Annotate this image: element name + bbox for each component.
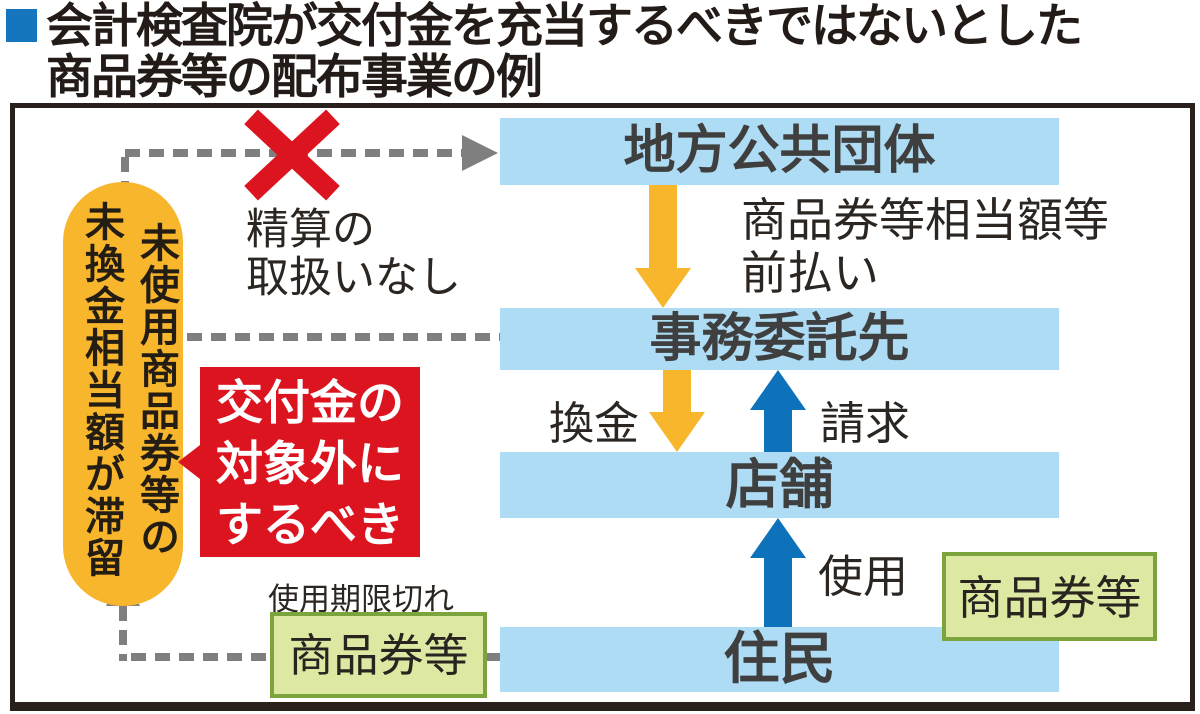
cash-conversion-label: 換金	[549, 398, 640, 449]
entity-box-admin-contractor: 事務委託先	[500, 308, 1059, 370]
recommendation-line1: 交付金の	[216, 376, 404, 429]
use-arrow-head-icon	[750, 518, 806, 558]
use-arrow-shaft	[764, 558, 792, 627]
prepayment-arrow-shaft	[649, 185, 677, 268]
stagnation-text-right-column: 未使用商品券等の	[134, 222, 178, 558]
dashed-line-middle-horizontal	[187, 333, 503, 341]
prepayment-label-line2: 前払い	[741, 247, 879, 299]
dashed-arrowhead-to-local-government-icon	[462, 135, 498, 171]
no-settlement-label: 精算の 取扱いなし	[246, 206, 461, 302]
no-settlement-line1: 精算の	[246, 206, 375, 254]
billing-arrow-shaft	[764, 410, 792, 452]
stagnation-capsule	[63, 182, 183, 606]
dashed-line-bottom-vertical	[119, 606, 127, 661]
gift-certificates-box-right: 商品券等	[942, 552, 1157, 641]
recommendation-pointer-icon	[178, 445, 200, 479]
no-settlement-line2: 取扱いなし	[246, 254, 461, 302]
gift-certificates-box-left: 商品券等	[270, 612, 487, 698]
recommendation-line2: 対象外に	[216, 437, 404, 490]
prepayment-label: 商品券等相当額等 前払い	[741, 194, 1109, 300]
recommendation-box: 交付金の 対象外に するべき	[200, 367, 420, 557]
expired-label: 使用期限切れ	[268, 582, 454, 617]
recommendation-line3: するべき	[216, 498, 404, 551]
no-settlement-x-icon	[244, 109, 340, 201]
billing-arrow-head-icon	[750, 370, 806, 410]
prepayment-arrow-head-icon	[635, 268, 691, 308]
diagram-frame	[10, 103, 1195, 711]
entity-box-stores: 店舗	[500, 452, 1059, 518]
cash-conversion-arrow-head-icon	[649, 412, 705, 452]
title-bullet-icon	[6, 9, 37, 42]
dashed-line-bottom-left-segment	[131, 653, 270, 661]
prepayment-label-line1: 商品券等相当額等	[741, 194, 1109, 246]
page-title: 会計検査院が交付金を充当するべきではないとした 商品券等の配布事業の例	[46, 0, 1083, 103]
page-title-line1: 会計検査院が交付金を充当するべきではないとした	[46, 0, 1083, 52]
entity-box-residents: 住民	[500, 627, 1059, 692]
dashed-line-bottom-right-segment	[487, 653, 502, 661]
billing-label: 請求	[820, 398, 911, 449]
entity-box-local-government: 地方公共団体	[500, 118, 1059, 185]
cash-conversion-arrow-shaft	[663, 370, 691, 412]
page-title-line2: 商品券等の配布事業の例	[46, 50, 543, 103]
stagnation-text-left-column: 未換金相当額が滞留	[79, 201, 123, 579]
use-label: 使用	[818, 551, 909, 602]
